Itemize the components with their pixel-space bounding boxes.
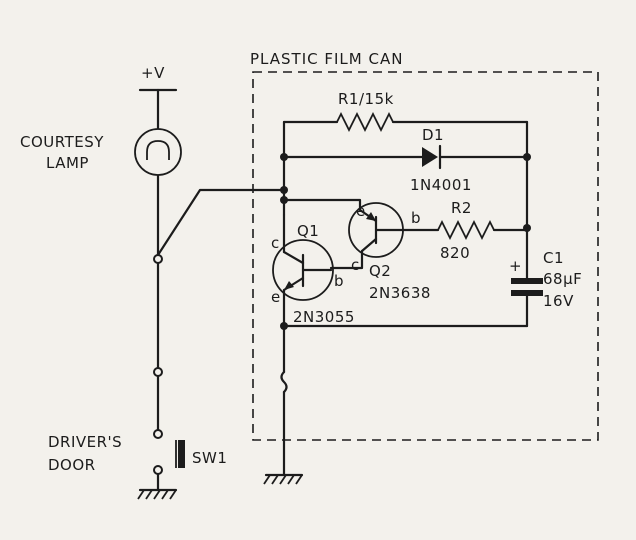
r2-value: 820 [440,244,470,262]
q1-b-pin: b [334,272,344,290]
r2-label: R2 [451,199,472,217]
courtesy-lamp [134,128,182,176]
door-label-2: DOOR [48,456,96,474]
q2-c-pin: c [351,256,360,274]
d1-part: 1N4001 [410,176,472,194]
c1-value: 68μF [543,270,582,288]
d1-label: D1 [422,126,444,144]
q1-transistor [272,239,334,301]
courtesy-lamp-label-2: LAMP [46,154,89,172]
q2-b-pin: b [411,209,421,227]
ground-symbol-circuit [263,473,304,485]
ground-symbol-switch [137,488,178,500]
c1-label: C1 [543,249,564,267]
c1-plus: + [509,257,522,275]
q1-e-pin: e [271,288,281,306]
r2-resistor-icon [437,219,495,241]
sw1-door-switch [175,440,185,468]
d1-diode-icon [422,147,438,167]
junction-dot [280,186,288,194]
junction-dot [523,153,531,161]
connector-upper [153,367,163,377]
q2-label: Q2 [369,262,391,280]
supply-label: +V [141,64,165,82]
sw1-label: SW1 [192,449,227,467]
q2-emitter-wire [282,198,362,212]
q1-label: Q1 [297,222,319,240]
terminal-connector [153,254,163,264]
q1-c-pin: c [271,234,280,252]
c1-voltage: 16V [543,292,574,310]
r1-label: R1/15k [338,90,394,108]
q2-collector-wire [329,249,364,270]
switch-contact-upper [153,429,163,439]
switch-contact-lower [153,465,163,475]
door-label-1: DRIVER'S [48,433,122,451]
r1-resistor-icon [336,111,394,133]
lamp-bulb-icon [134,128,182,176]
enclosure-label: PLASTIC FILM CAN [250,50,403,68]
q2-e-pin: e [356,202,366,220]
wire-crossover [280,370,288,394]
q1-part: 2N3055 [293,308,355,326]
courtesy-lamp-label-1: COURTESY [20,133,104,151]
junction-dot [280,322,288,330]
q2-part: 2N3638 [369,284,431,302]
junction-dot [280,153,288,161]
plastic-film-can-enclosure [252,71,599,441]
c1-capacitor-icon [511,278,543,284]
lamp-to-circuit-wire [156,188,286,257]
lamp-filament-icon [146,140,170,153]
